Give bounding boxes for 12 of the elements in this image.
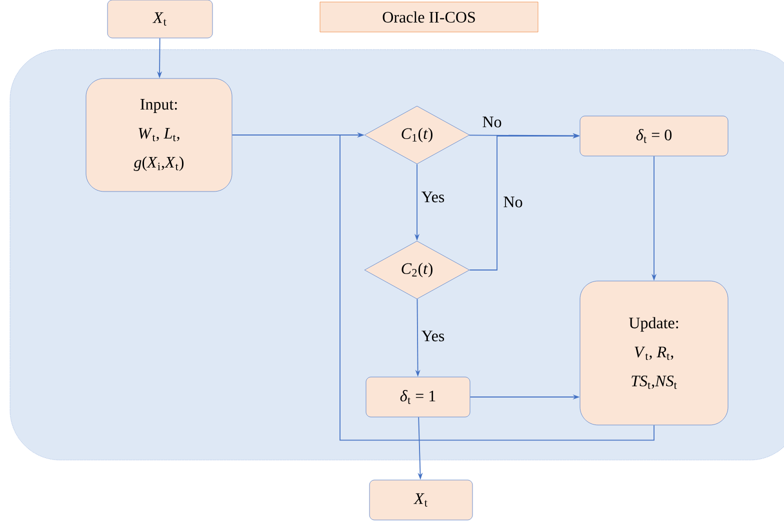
- process-box: δ$_{t}$ = 0: [580, 116, 728, 156]
- process-box: Update: V$_{t}$, R$_{t}$, TS$_{t}$,NS$_{t}$: [580, 280, 728, 426]
- process-box: δ$_{t}$ = 1: [366, 376, 470, 418]
- title-box: Oracle II-COS: [320, 2, 538, 32]
- process-box: X$_{t}$: [369, 480, 473, 520]
- process-box: Input: W$_{t}$, L$_{t}$, g(X$_{i}$,X$_{t}$): [86, 78, 232, 192]
- process-box: X$_{t}$: [107, 0, 213, 38]
- edge-label: Yes: [420, 330, 446, 342]
- edge-label: Yes: [420, 190, 446, 204]
- edge-label: No: [481, 116, 503, 128]
- arrow: [340, 132, 654, 441]
- edge-label: No: [502, 196, 524, 208]
